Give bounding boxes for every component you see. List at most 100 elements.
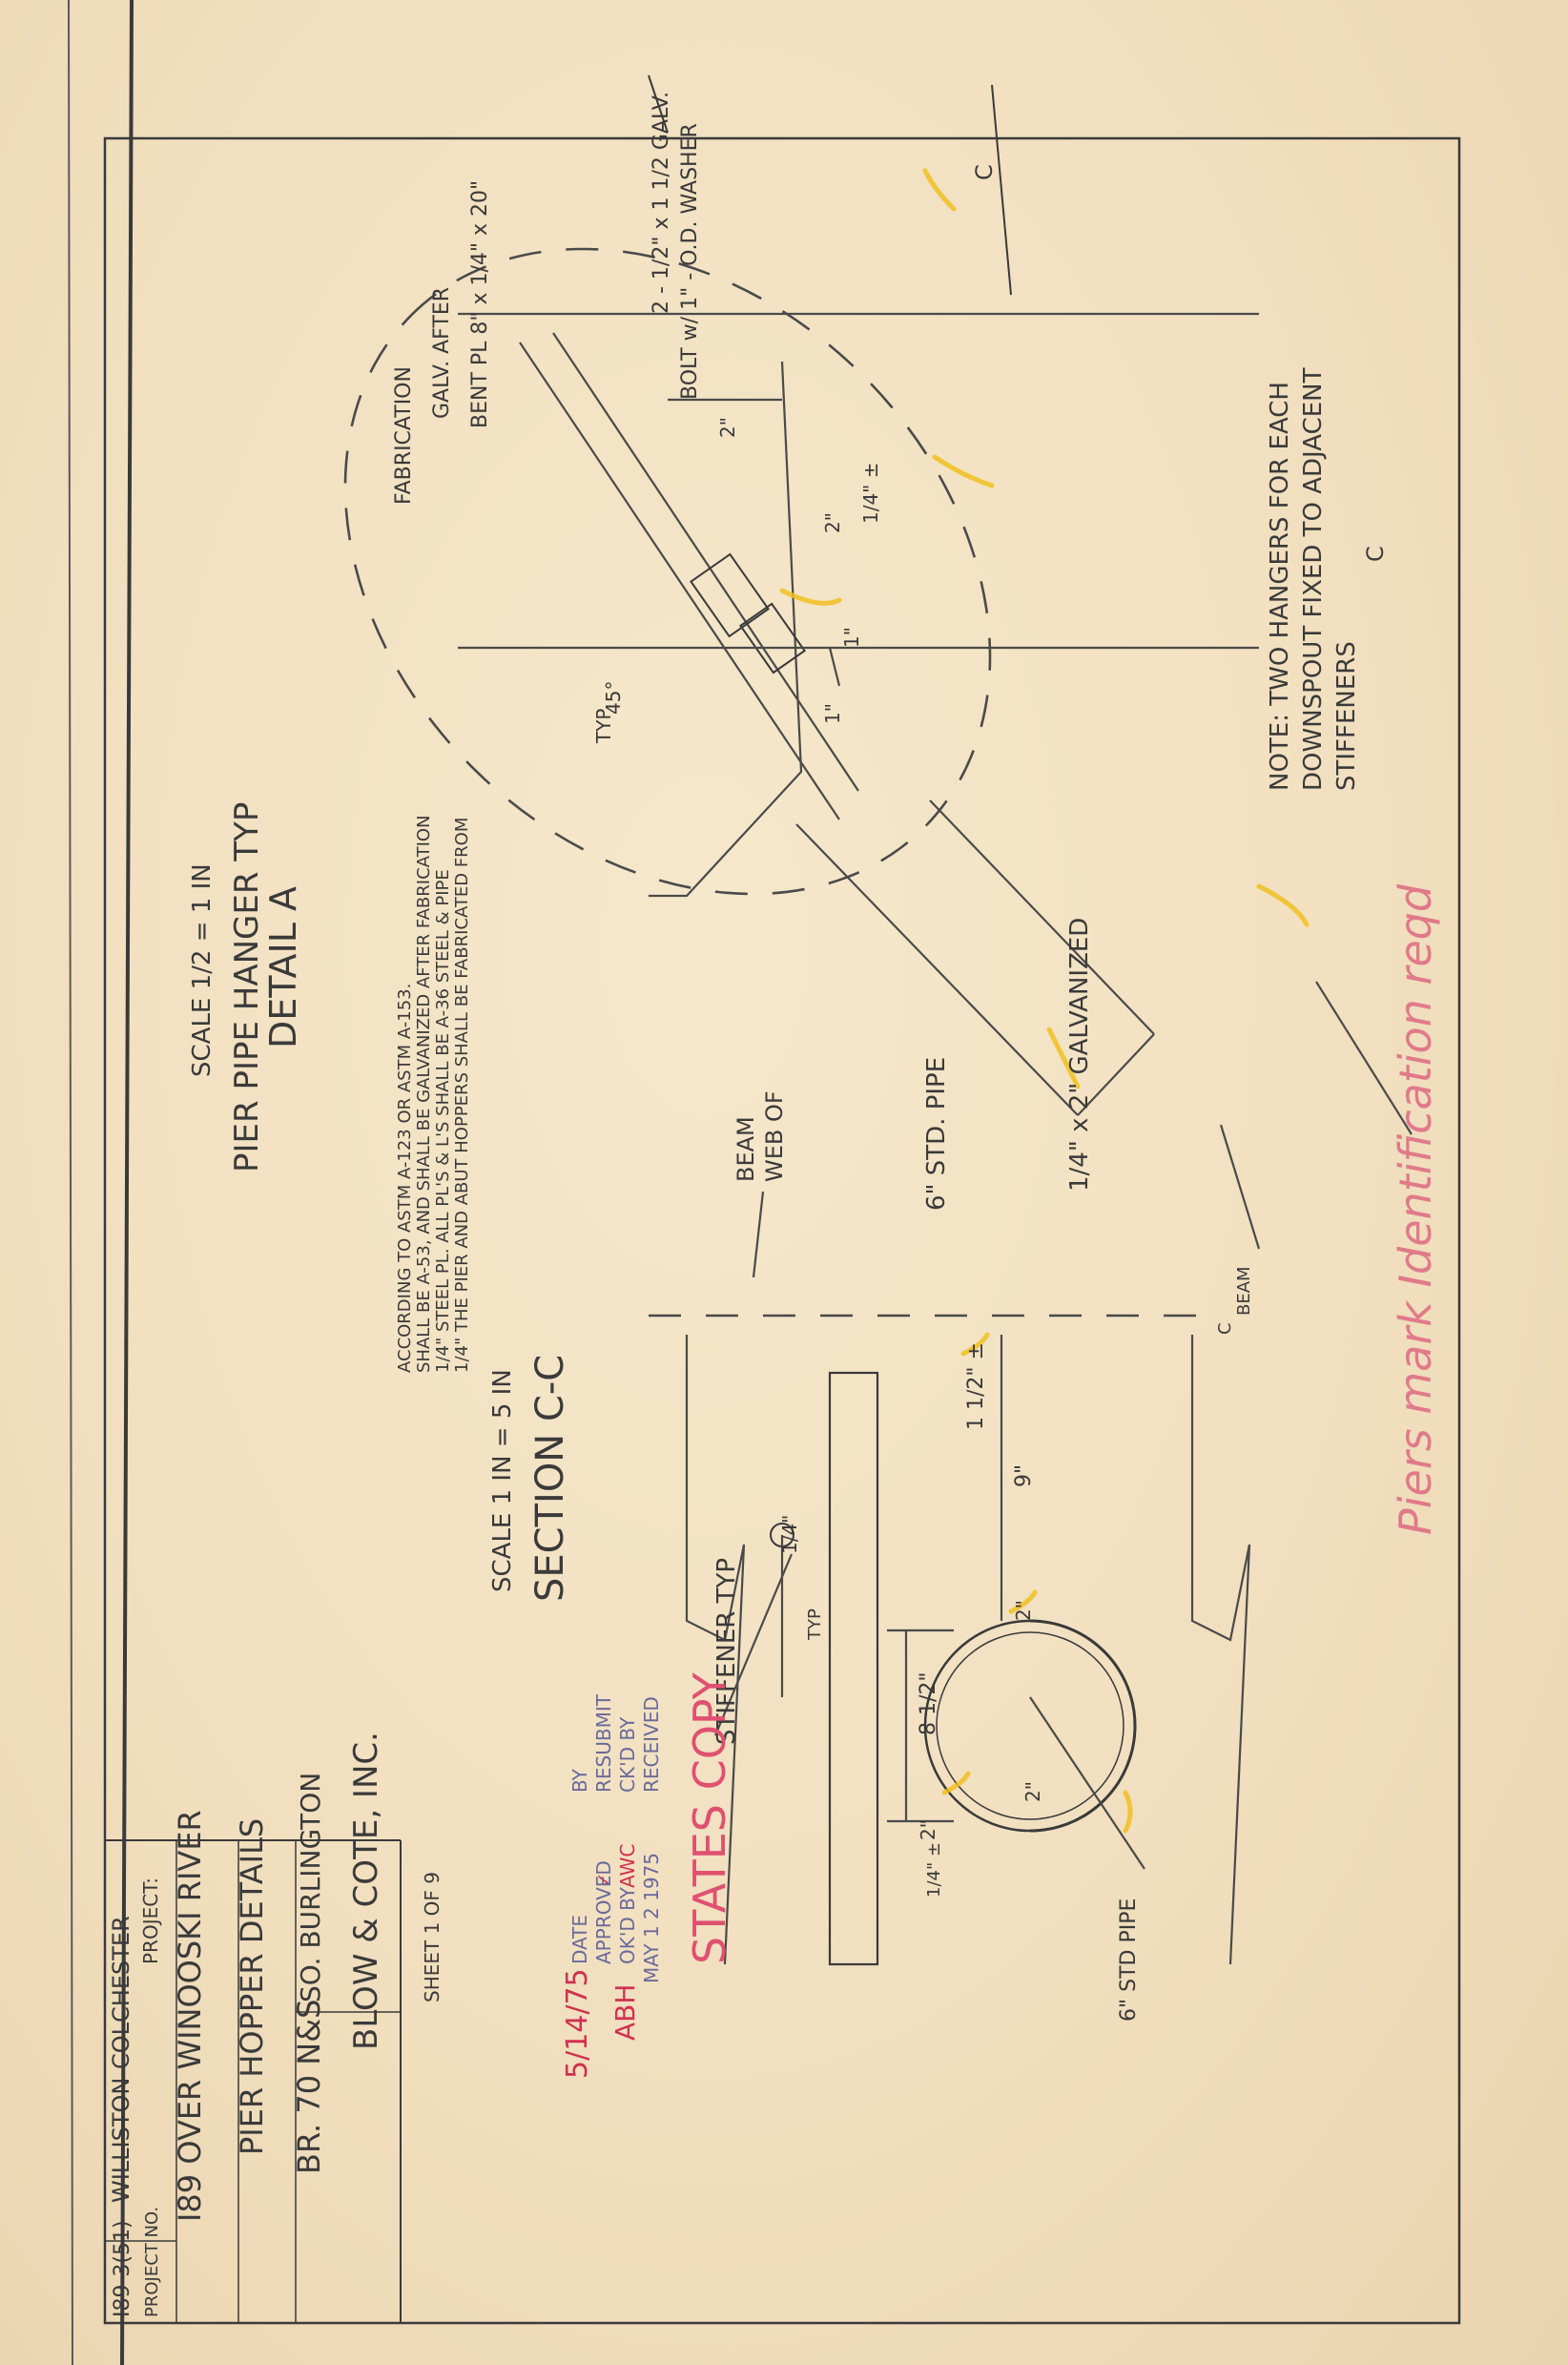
stamp-received-date: MAY 1 2 1975 — [640, 1853, 663, 1983]
title-project-label: PROJECT: — [139, 1877, 162, 1964]
states-copy: STATES COPY — [684, 1671, 735, 1964]
highlight-1 — [922, 168, 957, 212]
section-dim-2b: 2" — [1021, 1781, 1044, 1802]
title-project: WILLISTON-COLCHESTER — [108, 1916, 134, 2203]
pipe-label-leader — [1029, 1696, 1145, 1870]
highlight-3 — [932, 454, 995, 488]
dim-2b: 2" — [821, 512, 844, 533]
bolt-nut — [739, 602, 806, 674]
stamp-ckd-initials: AWC — [616, 1844, 639, 1888]
angle-45: 45° — [602, 681, 625, 715]
clamp-strap — [1029, 1619, 1137, 1833]
section-dim-2a: 2" — [1012, 1600, 1035, 1621]
beam-cl-label-1: BEAM — [1234, 1266, 1254, 1316]
stiffener-leader — [713, 1553, 794, 1736]
dim-quarter: 1/4" ± — [859, 462, 882, 524]
highlight-6 — [960, 1332, 990, 1357]
highlight-2 — [779, 588, 842, 606]
title-drawing: PIER HOPPER DETAILS — [234, 1818, 270, 2155]
beam-cl-label-2: C — [1215, 1322, 1235, 1335]
centerline-label-2: C — [1362, 546, 1389, 562]
section-pipe-label: 6" STD PIPE — [1117, 1898, 1141, 2022]
title-project-no-label: PROJECT NO. — [142, 2207, 162, 2317]
centerline-label-1: C — [971, 164, 998, 180]
pipe-wall-2 — [929, 799, 1155, 1035]
callout-bent-3: FABRICATION — [392, 366, 416, 505]
detail-a-drawing — [343, 74, 1413, 1250]
note-line-1: NOTE: TWO HANGERS FOR EACH — [1266, 382, 1294, 791]
title-sheet: SHEET 1 OF 9 — [421, 1872, 444, 2002]
stiffener-plate — [828, 1371, 879, 1966]
pipe-leader — [1219, 1124, 1261, 1250]
spec-note-line-1: 1/4" THE PIER AND ABUT HOPPERS SHALL BE … — [452, 818, 472, 1373]
note-line-2: DOWNSPOUT FIXED TO ADJACENT — [1299, 367, 1328, 791]
pipe-wall-1 — [795, 823, 1079, 1116]
top-rule — [120, 0, 134, 2365]
section-dim-2c: 2" — [917, 1819, 939, 1840]
hanger-strap-line — [552, 332, 859, 792]
hanger-strap-line-2 — [519, 342, 840, 820]
title-bridge: BR. 70 N&S — [291, 2000, 327, 2174]
title-route: I89 OVER WINOOSKI RIVER — [172, 1810, 208, 2222]
title-location: SO. BURLINGTON — [295, 1773, 326, 2002]
centerline-2 — [648, 74, 669, 134]
callout-bolt-1: 2 - 1/2" x 1 1/2 GALV. — [650, 92, 673, 314]
detail-a-title: DETAIL A — [262, 886, 304, 1048]
highlight-4 — [1256, 883, 1310, 927]
stiffener-label: STIFFENER TYP — [712, 1558, 741, 1745]
stamp-okd-by: OK'D BY — [616, 1886, 639, 1964]
title-project-no: I89-3(51) — [111, 2220, 134, 2317]
stamp-approved: APPROVED — [592, 1860, 615, 1964]
spec-note-line-2: 1/4" STEEL PL. ALL PL'S & L'S SHALL BE A… — [433, 869, 453, 1373]
spec-note-line-4: ACCORDING TO ASTM A-123 OR ASTM A-153. — [395, 984, 415, 1373]
pipe-outline-dashed — [343, 247, 992, 896]
red-annotation: Piers mark Identification reqd — [1390, 883, 1441, 1535]
angle-typ: TYP — [592, 709, 615, 745]
weld-typ: TYP — [805, 1608, 825, 1641]
pipe-circle-inner — [936, 1631, 1124, 1820]
section-cc-title: SECTION C-C — [528, 1355, 572, 1602]
web-label-2: BEAM — [732, 1116, 759, 1182]
stamp-date: DATE — [568, 1915, 591, 1964]
stamp-date-value: 5/14/75 — [561, 1968, 594, 2079]
weld-label: 1/4" — [778, 1515, 801, 1554]
highlight-9 — [1123, 1790, 1133, 1834]
web-label-1: WEB OF — [761, 1090, 788, 1182]
stamp-received: RECEIVED — [640, 1696, 663, 1793]
bolt-head — [690, 552, 770, 638]
title-block-frame — [105, 1839, 402, 2323]
stamp-okd-initials: ABH — [609, 1984, 641, 2041]
detail-a-scale: SCALE 1/2 = 1 IN — [188, 863, 217, 1077]
section-cc-drawing — [649, 1191, 1251, 1966]
callout-galvanized: 1/4" x 2" GALVANIZED — [1065, 918, 1094, 1192]
callout-pipe: 6" STD. PIPE — [922, 1057, 951, 1211]
section-dim-8-half: 8 1/2" — [917, 1671, 940, 1735]
web-leader — [752, 1191, 765, 1278]
section-dim-1-half: 1 1/2" ± — [964, 1342, 988, 1430]
title-company: BLOW & COTE, INC. — [347, 1732, 385, 2050]
dim-1b: 1" — [821, 703, 844, 724]
highlight-5 — [1046, 1027, 1081, 1089]
stamp-resubmit: RESUBMIT — [592, 1693, 615, 1793]
stamp-resubmit-mark: ✓ — [592, 1872, 615, 1888]
detail-a-subtitle: PIER PIPE HANGER TYP — [228, 802, 266, 1172]
stamp-ckd-by: CK'D BY — [616, 1716, 639, 1793]
section-dim-9: 9" — [1012, 1464, 1036, 1487]
border-frame — [103, 136, 1461, 2325]
callout-bent-1: BENT PL 8" x 1/4" x 20" — [468, 180, 492, 428]
top-rule-2 — [68, 0, 73, 2365]
dim-1a: 1" — [840, 627, 863, 648]
galvanized-leader — [1315, 981, 1413, 1135]
section-cc-scale: SCALE 1 IN = 5 IN — [488, 1369, 517, 1592]
received-stamp: RECEIVED MAY 1 2 1975 CK'D BY AWC OK'D B… — [561, 1693, 663, 2079]
web-line-2 — [1190, 1335, 1251, 1965]
spec-note-line-3: SHALL BE A-53, AND SHALL BE GALVANIZED A… — [414, 815, 434, 1373]
pipe-end — [1077, 1033, 1155, 1116]
dim-line-1 — [828, 647, 841, 687]
centerline-1 — [991, 84, 1012, 296]
dim-2a: 2" — [716, 417, 739, 438]
hanger-plate — [649, 361, 803, 898]
